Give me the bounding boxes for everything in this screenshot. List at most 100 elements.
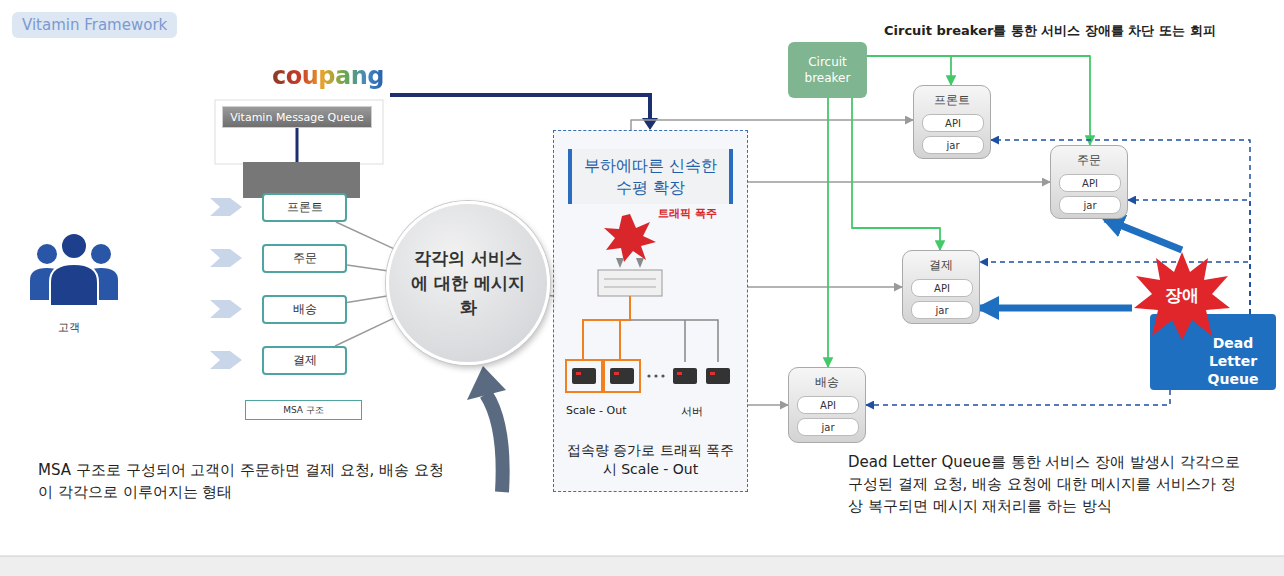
node-label: jar xyxy=(935,305,948,316)
note-text: MSA 구조로 구성되어 고객이 주문하면 결제 요청, 배송 요청이 각각으로… xyxy=(38,460,448,504)
jar-box: jar xyxy=(922,136,984,154)
node-label: Vitamin Message Queue xyxy=(230,111,363,124)
connector xyxy=(631,120,913,130)
node-caption: 접속량 증가로 트래픽 폭주 시 Scale - Out xyxy=(563,441,738,479)
node-label: API xyxy=(934,283,950,294)
input-chevron xyxy=(210,351,242,369)
node-label: 각각의 서비스에 대한 메시지화 xyxy=(407,246,529,320)
node-label: API xyxy=(820,400,836,411)
server-icon xyxy=(706,368,730,384)
server-led xyxy=(614,372,619,375)
queue-box: Vitamin Message Queue xyxy=(222,106,372,128)
node-label: 주문 xyxy=(293,250,317,267)
node-label: 프론트 xyxy=(934,92,970,109)
failure-burst: 장애 xyxy=(1132,250,1232,340)
api-box: API xyxy=(922,114,984,132)
server-line xyxy=(630,320,718,362)
connector xyxy=(866,390,1170,405)
server-led xyxy=(710,372,715,375)
load-balancer-line xyxy=(604,279,656,280)
node-label: 프론트 xyxy=(287,199,323,216)
node-label: MSA 구조 xyxy=(283,404,324,417)
node-label: jar xyxy=(821,422,834,433)
node-label: 주문 xyxy=(1077,152,1101,169)
api-box: API xyxy=(1059,174,1121,192)
server-icon xyxy=(572,368,596,384)
connector xyxy=(980,305,1132,312)
connector xyxy=(347,296,387,303)
node-label: jar xyxy=(1083,200,1096,211)
person-head xyxy=(61,233,87,259)
service-box: 프론트 xyxy=(262,193,347,222)
queue-panel xyxy=(215,100,383,164)
scale-note: Scale - Out xyxy=(566,404,627,417)
node-label: 부하에따른 신속한 수평 확장 xyxy=(568,149,733,204)
title-tag: Vitamin Framework xyxy=(12,12,177,38)
connector xyxy=(347,265,387,271)
service-box: 결제 xyxy=(262,346,347,375)
connector xyxy=(748,286,902,288)
loop-arrowhead xyxy=(467,366,506,400)
actor-name: 고객 xyxy=(58,320,80,335)
server-note: 서버 xyxy=(681,404,703,419)
service-box: 프론트 API jar xyxy=(913,85,991,159)
connector xyxy=(867,56,951,85)
traffic-arrow xyxy=(616,258,624,268)
node-label: 배송 xyxy=(815,374,839,391)
server-led xyxy=(576,372,581,375)
connector xyxy=(827,98,829,367)
footer-band xyxy=(0,556,1284,576)
node-label: Circuit breaker xyxy=(792,54,863,86)
scale-out-frame xyxy=(604,360,640,392)
traffic-arrow xyxy=(636,258,644,268)
server-icon xyxy=(673,368,697,384)
node-label: 결제 xyxy=(293,352,317,369)
connector xyxy=(1128,200,1250,314)
person-head xyxy=(37,244,57,264)
api-box: API xyxy=(797,396,859,414)
scale-out-frame xyxy=(566,360,602,392)
service-box: 주문 API jar xyxy=(1050,145,1128,219)
scale-out-line xyxy=(583,296,630,360)
node-label: Dead Letter Queue xyxy=(1194,334,1272,389)
service-box: 결제APIjar xyxy=(902,250,980,324)
server-icon xyxy=(610,368,634,384)
service-box: 배송 xyxy=(262,295,347,324)
connector xyxy=(748,181,1050,183)
load-balancer xyxy=(598,270,662,296)
brand-logo: coupang xyxy=(272,62,384,90)
service-box: 주문 xyxy=(262,244,347,273)
ellipsis-dot xyxy=(647,374,650,377)
service-box: 배송 API jar xyxy=(788,367,866,443)
circuit-breaker: Circuit breaker xyxy=(788,42,867,98)
scale-ground xyxy=(553,130,748,492)
ellipsis-dot xyxy=(661,374,664,377)
node-label: 배송 xyxy=(293,301,317,318)
scale-out-box: 부하에따른 신속한 수평 확장접속량 증가로 트래픽 폭주 시 Scale - … xyxy=(553,130,748,492)
input-chevron xyxy=(210,300,242,318)
queue-link xyxy=(296,128,299,162)
traffic-burst xyxy=(604,214,656,262)
traffic-note: 트래픽 폭주 xyxy=(658,206,717,221)
load-balancer-line xyxy=(604,287,656,288)
person-head xyxy=(91,244,111,264)
message-circle: 각각의 서비스에 대한 메시지화 xyxy=(386,201,550,365)
node-label: API xyxy=(1082,178,1098,189)
structure-tag: MSA 구조 xyxy=(245,400,362,420)
message-arrow xyxy=(390,95,650,120)
node-label: jar xyxy=(946,140,959,151)
dead-letter-queue: Dead Letter Queue xyxy=(1150,314,1276,390)
connector xyxy=(1105,219,1182,250)
jar-box: jar xyxy=(797,418,859,436)
footer-line xyxy=(0,556,1284,557)
jar-box: jar xyxy=(1059,196,1121,214)
ellipsis-dot xyxy=(654,374,657,377)
person-body xyxy=(50,264,98,306)
input-chevron xyxy=(210,198,242,216)
jar-box: jar xyxy=(911,301,973,319)
node-label: 장애 xyxy=(1165,284,1199,307)
server-led xyxy=(677,372,682,375)
note-text: Circuit breaker를 통한 서비스 장애를 차단 또는 회피 xyxy=(884,22,1216,40)
loop-arrow xyxy=(486,394,503,492)
